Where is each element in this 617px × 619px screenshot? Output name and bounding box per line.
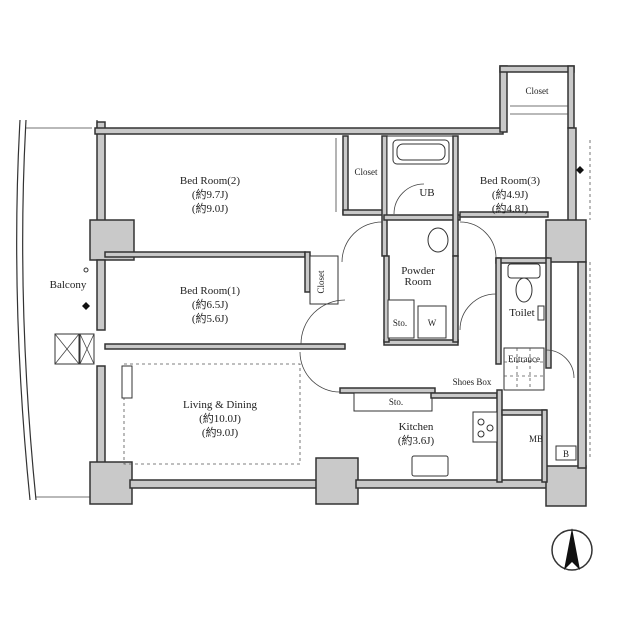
closet-top-label: Closet xyxy=(525,86,549,96)
shoes-box-label: Shoes Box xyxy=(453,377,492,387)
powder-line2: Room xyxy=(405,276,432,288)
kitchen-name: Kitchen xyxy=(399,421,434,433)
interior-walls xyxy=(104,135,577,483)
bed2-size-a: (約9.7J) xyxy=(192,187,229,201)
bed3-name: Bed Room(3) xyxy=(480,175,541,187)
kitchen-size: (約3.6J) xyxy=(398,433,435,447)
washer-label: W xyxy=(428,318,437,328)
balcony-label: Balcony xyxy=(50,279,87,291)
bed1-name: Bed Room(1) xyxy=(180,285,241,297)
north-arrow-icon xyxy=(551,528,593,571)
living-name: Living & Dining xyxy=(183,399,257,411)
balcony-area xyxy=(16,119,95,501)
entrance-label: Entrance xyxy=(508,354,540,364)
toilet-label: Toilet xyxy=(509,307,535,319)
bed3-size-a: (約4.9J) xyxy=(492,187,529,201)
powder-line1: Powder xyxy=(401,265,435,277)
bed2-size-b: (約9.0J) xyxy=(192,201,229,215)
bed1-size-b: (約5.6J) xyxy=(192,311,229,325)
exterior-walls xyxy=(89,65,591,507)
closet-bed1-label: Closet xyxy=(316,270,326,294)
closet-bed2-label: Closet xyxy=(354,167,378,177)
room-labels: Bed Room(2) (約9.7J) (約9.0J) Bed Room(1) … xyxy=(50,86,569,459)
entrance-floor xyxy=(503,347,545,391)
bed1-size-a: (約6.5J) xyxy=(192,297,229,311)
bed2-name: Bed Room(2) xyxy=(180,175,241,187)
living-size-b: (約9.0J) xyxy=(202,425,239,439)
ub-label: UB xyxy=(419,187,434,199)
bed3-size-b: (約4.8J) xyxy=(492,201,529,215)
balcony-marker-icon xyxy=(82,302,90,310)
sto-kitchen-label: Sto. xyxy=(389,397,403,407)
mb-b-label: B xyxy=(563,449,569,459)
mb-label: MB xyxy=(529,434,543,444)
living-size-a: (約10.0J) xyxy=(199,411,241,425)
sto-powder-label: Sto. xyxy=(393,318,407,328)
window-marker-icon xyxy=(576,166,584,174)
doors xyxy=(299,183,575,393)
